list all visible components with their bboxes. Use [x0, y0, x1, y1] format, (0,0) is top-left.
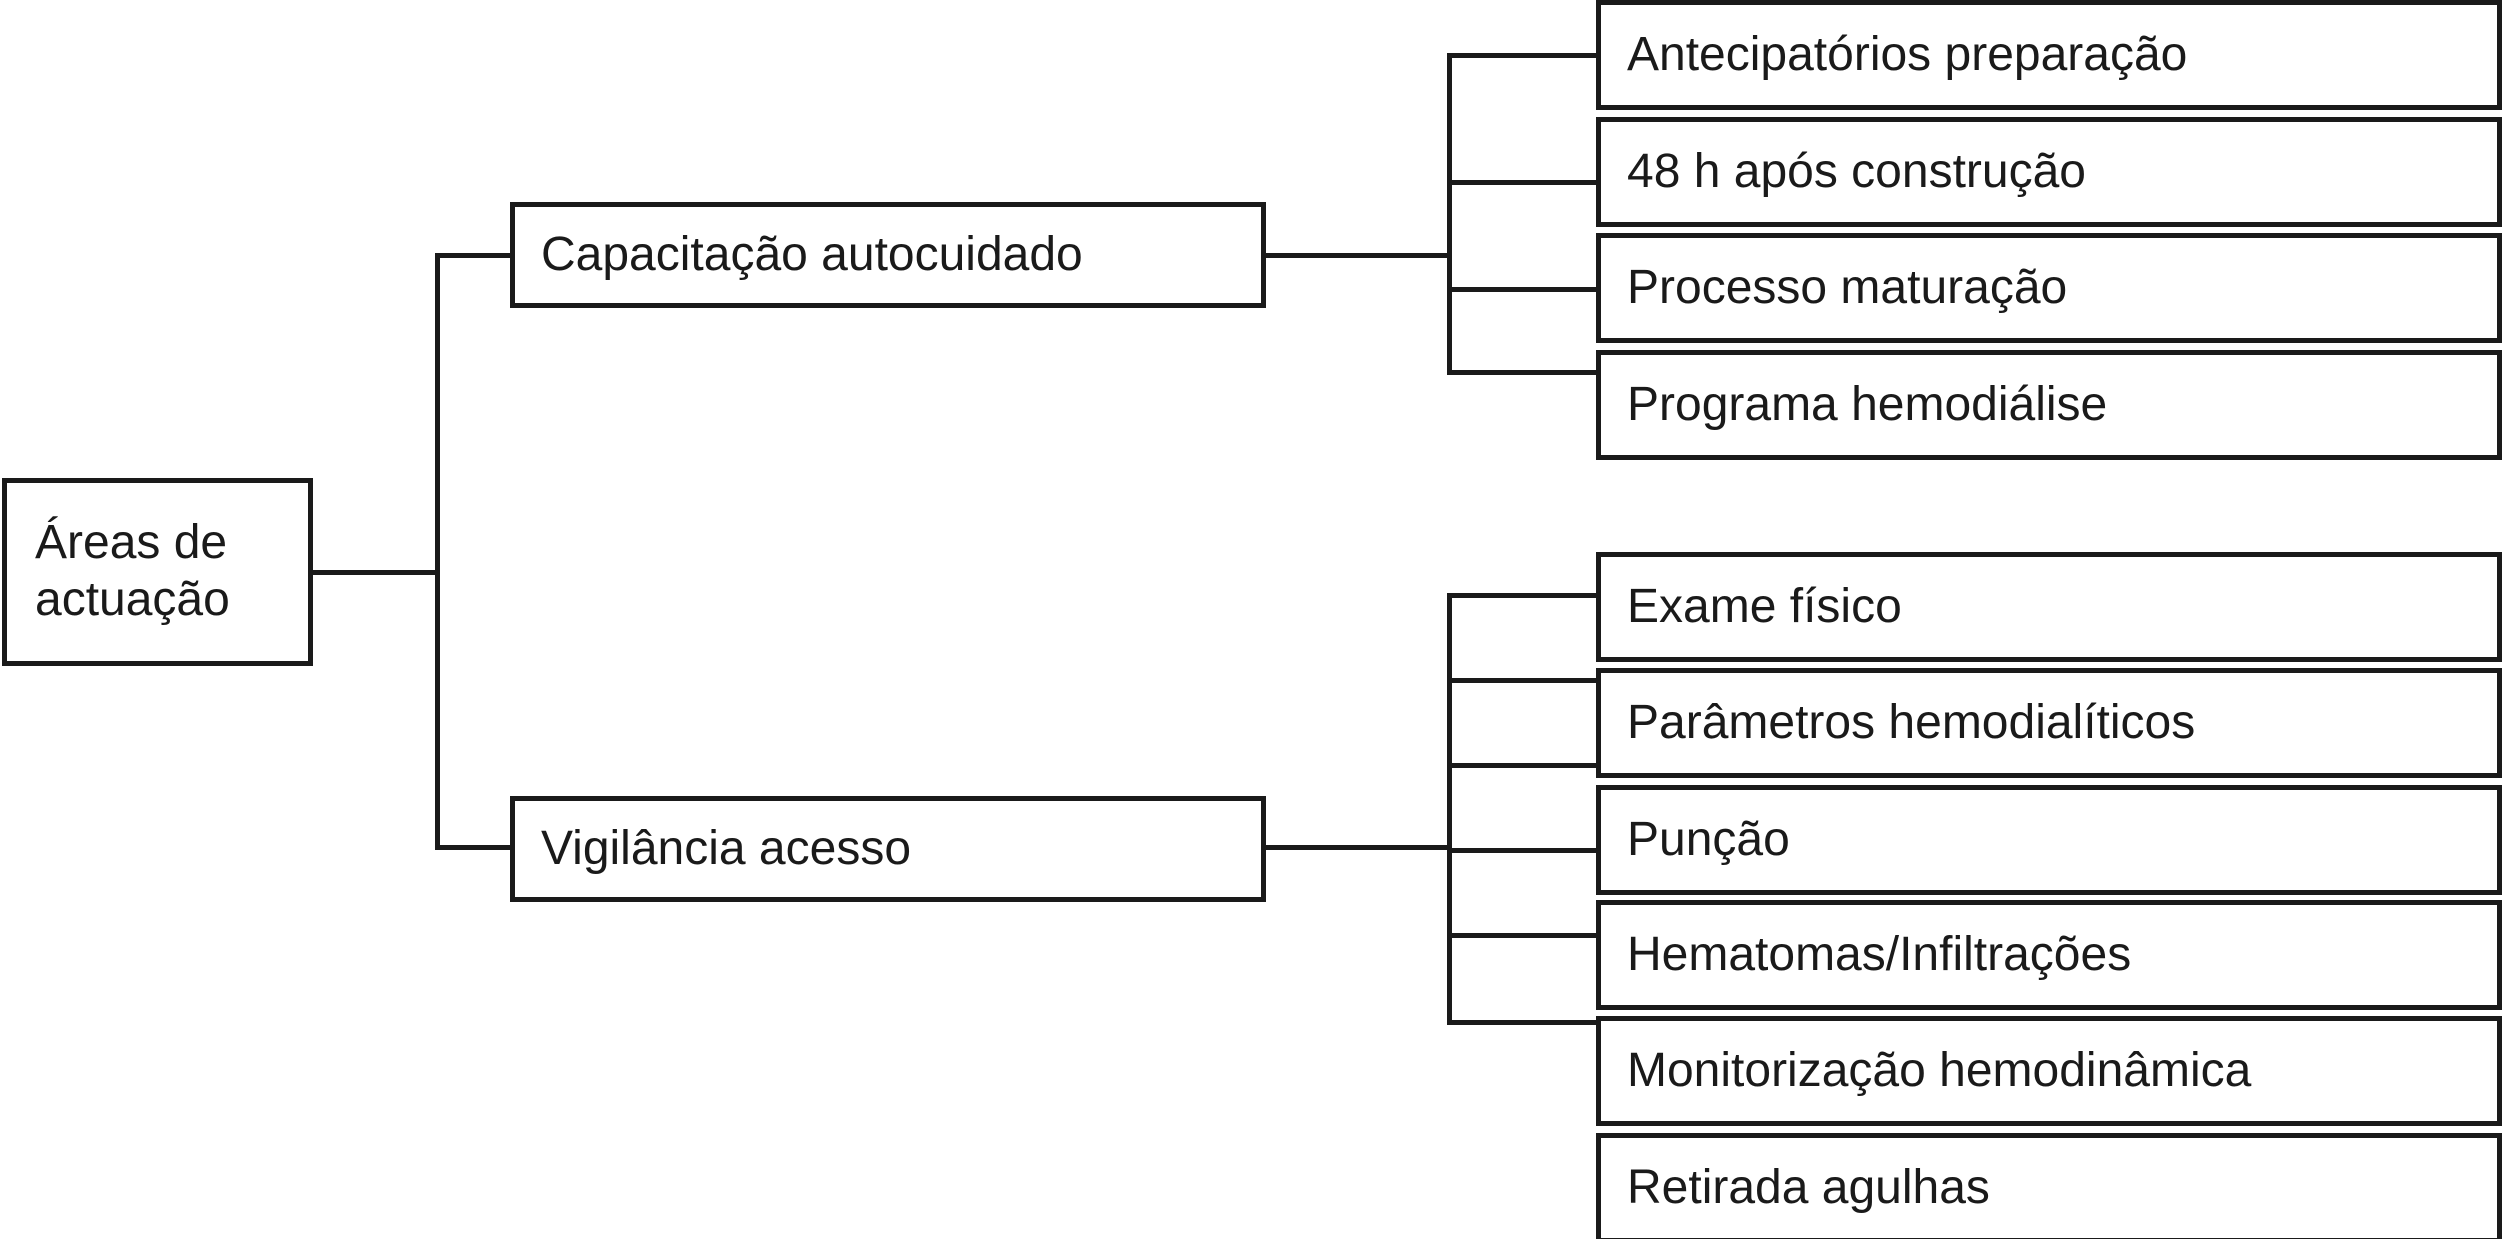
node-leaf-programa-hemodialise: Programa hemodiálise: [1596, 350, 2502, 460]
node-leaf-parametros-hemodialiticos: Parâmetros hemodialíticos: [1596, 668, 2502, 778]
node-leaf-hematomas-infiltracoes: Hematomas/Infiltrações: [1596, 900, 2502, 1010]
connector-stub-antecipatorios: [1447, 53, 1599, 58]
node-leaf-exame-fisico: Exame físico: [1596, 552, 2502, 662]
connector-vigilancia-to-trunk: [1264, 845, 1452, 850]
connector-stub-monitorizacao-hemodinamica: [1447, 933, 1599, 938]
node-leaf-label: 48 h após construção: [1627, 144, 2086, 198]
connector-root-to-trunk: [313, 570, 440, 575]
node-branch-capacitacao-autocuidado: Capacitação autocuidado: [510, 202, 1266, 308]
node-branch-vigilancia-acesso: Vigilância acesso: [510, 796, 1266, 902]
connector-trunk-to-capacitacao: [435, 253, 513, 258]
node-leaf-monitorizacao-hemodinamica: Monitorização hemodinâmica: [1596, 1016, 2502, 1126]
node-leaf-puncao: Punção: [1596, 785, 2502, 895]
node-branch-capacitacao-label: Capacitação autocuidado: [541, 227, 1083, 281]
node-leaf-label: Parâmetros hemodialíticos: [1627, 695, 2196, 749]
node-leaf-label: Retirada agulhas: [1627, 1160, 1990, 1214]
node-leaf-label: Monitorização hemodinâmica: [1627, 1043, 2252, 1097]
connector-top-group-trunk: [1447, 53, 1452, 375]
connector-stub-exame-fisico: [1447, 593, 1599, 598]
node-leaf-label: Punção: [1627, 812, 1790, 866]
connector-stub-programa-hemodialise: [1447, 370, 1599, 375]
node-leaf-processo-maturacao: Processo maturação: [1596, 233, 2502, 343]
connector-trunk-to-vigilancia: [435, 845, 513, 850]
node-leaf-label: Antecipatórios preparação: [1627, 27, 2188, 81]
connector-bottom-group-trunk: [1447, 593, 1452, 1025]
connector-stub-processo-maturacao: [1447, 287, 1599, 292]
connector-stub-hematomas-infiltracoes: [1447, 848, 1599, 853]
node-leaf-label: Hematomas/Infiltrações: [1627, 927, 2132, 981]
connector-level1-trunk: [435, 253, 440, 850]
node-root-areas-de-actuacao: Áreas de actuação: [2, 478, 313, 666]
connector-stub-puncao: [1447, 763, 1599, 768]
node-branch-vigilancia-label: Vigilância acesso: [541, 821, 912, 875]
node-leaf-retirada-agulhas: Retirada agulhas: [1596, 1133, 2502, 1239]
node-root-label: Áreas de actuação: [35, 516, 230, 626]
connector-stub-parametros-hemodialiticos: [1447, 678, 1599, 683]
connector-capacitacao-to-trunk: [1264, 253, 1452, 258]
node-leaf-48h-apos-construcao: 48 h após construção: [1596, 117, 2502, 227]
node-leaf-antecipatorios-preparacao: Antecipatórios preparação: [1596, 0, 2502, 110]
node-leaf-label: Exame físico: [1627, 579, 1902, 633]
connector-stub-retirada-agulhas: [1447, 1020, 1599, 1025]
node-leaf-label: Processo maturação: [1627, 260, 2068, 314]
connector-stub-48h: [1447, 180, 1599, 185]
node-leaf-label: Programa hemodiálise: [1627, 377, 2108, 431]
